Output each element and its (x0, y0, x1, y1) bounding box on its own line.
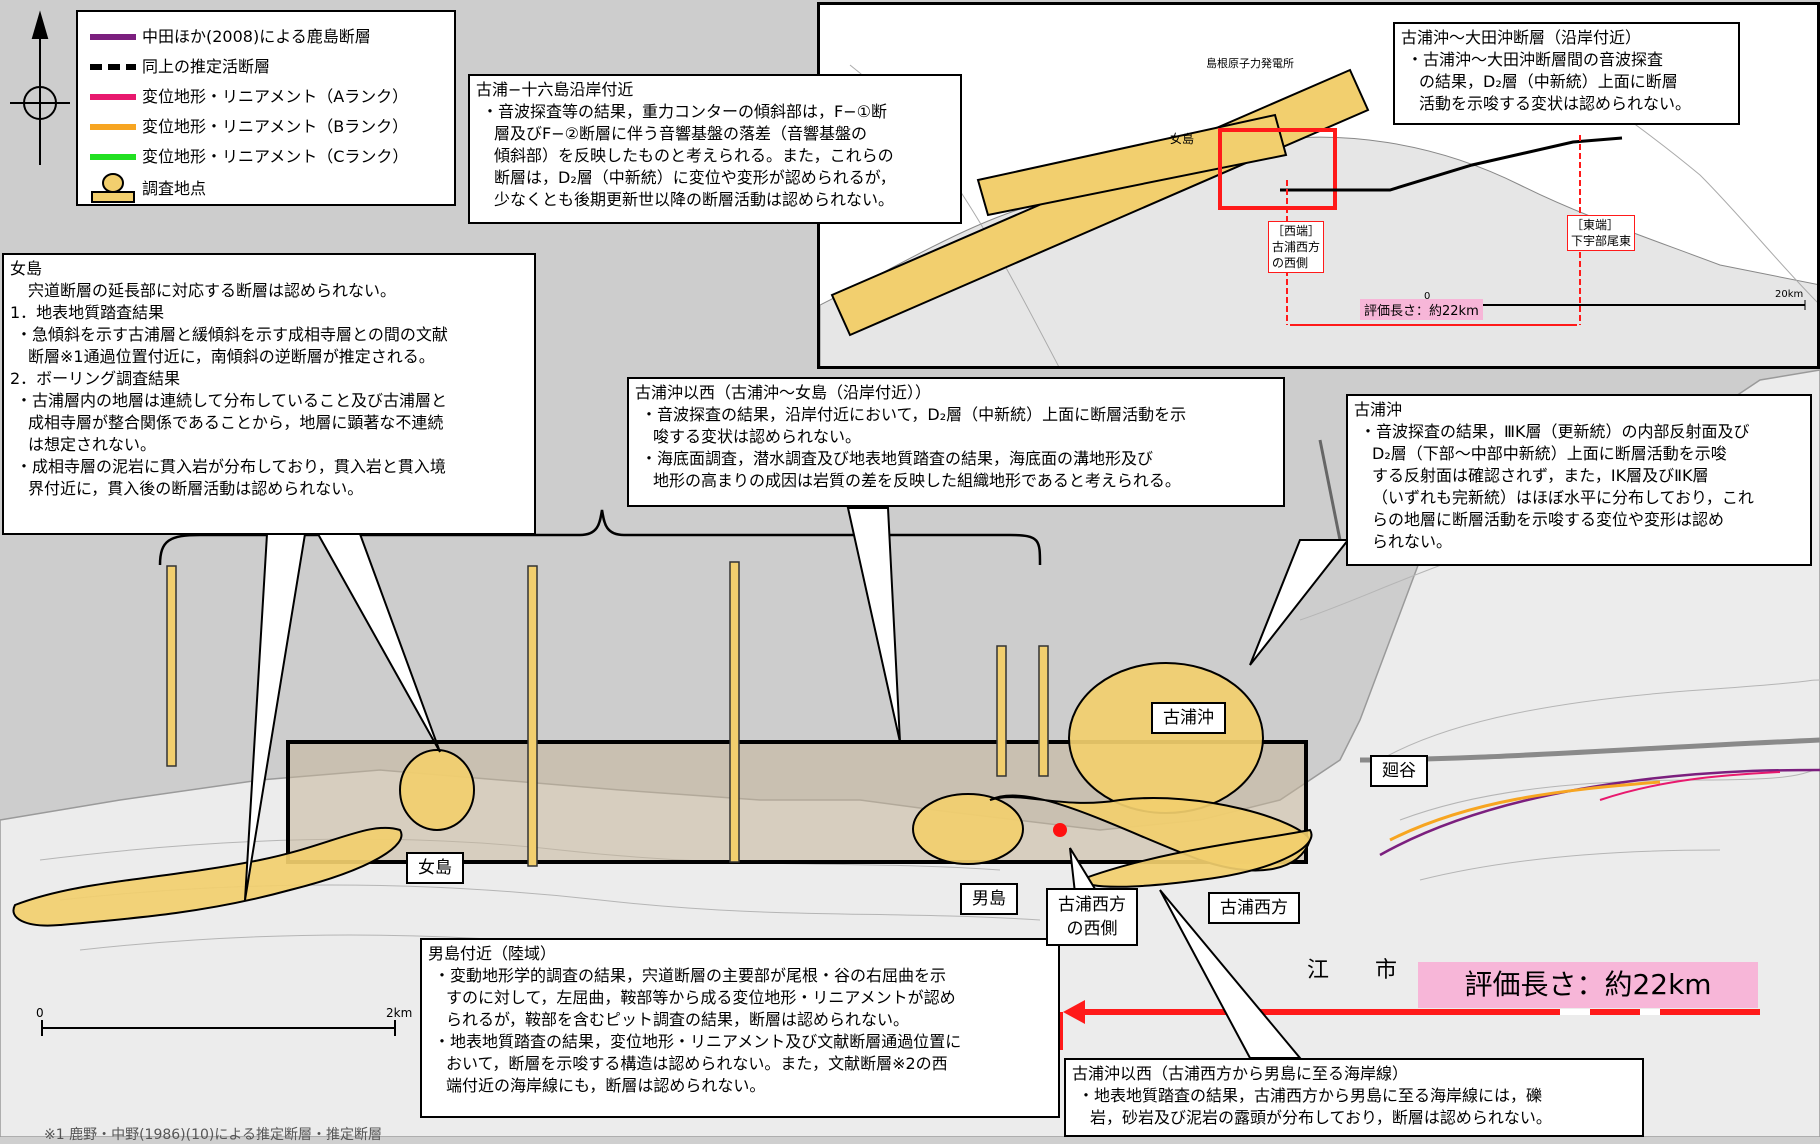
legend-swatch-c (90, 154, 136, 160)
eval-arrow-head (1063, 1000, 1085, 1024)
survey-area-kouraoki (1068, 662, 1264, 814)
callout-coast: 古浦沖以西（古浦西方から男島に至る海岸線） ・地表地質踏査の結果，古浦西方から男… (1064, 1058, 1644, 1137)
survey-line (729, 561, 740, 863)
footnote: ※1 鹿野・中野(1986)(10)による推定断層・推定断層 (44, 1127, 382, 1143)
survey-line (1038, 645, 1049, 777)
inset-eval-label: 評価長さ：約22km (1360, 299, 1483, 320)
survey-area-oshima (912, 793, 1024, 865)
inset-island-label: 女島 (1170, 132, 1195, 146)
inset-band-short (976, 113, 1288, 217)
pointer-kouraoki (1249, 539, 1351, 666)
legend-swatch-kashima (90, 34, 136, 40)
north-arrow-icon (10, 10, 70, 165)
survey-area-coast-west (12, 826, 403, 927)
inset-plant-label: 島根原子力発電所 (1206, 57, 1294, 70)
label-meshima: 女島 (406, 852, 464, 884)
legend-item-survey: 調査地点 (142, 179, 207, 198)
inset-focus-square (1218, 128, 1337, 210)
legend-item-c: 変位地形・リニアメント（Cランク） (142, 147, 409, 166)
legend-item-a: 変位地形・リニアメント（Aランク） (142, 87, 409, 106)
range-brace (158, 509, 1042, 566)
callout-kouraoki: 古浦沖 ・音波探査の結果，ⅢK層（更新統）の内部反射面及び D₂層（下部〜中部中… (1346, 394, 1812, 566)
legend-survey-icon (91, 173, 135, 203)
survey-area-koura-band (1078, 828, 1313, 888)
lineament-a-line (1599, 771, 1781, 801)
callout-meshima: 女島 宍道断層の延長部に対応する断層は認められない。 1．地表地質踏査結果 ・急… (2, 253, 536, 535)
map-scale-bar (41, 1020, 396, 1036)
inset-west-label: ［西端］ 古浦西方 の西側 (1268, 221, 1325, 273)
inset-east-label: ［東端］ 下宇部尾東 (1567, 215, 1636, 251)
inset-scale-20: 20km (1775, 289, 1804, 300)
inset-map: 島根原子力発電所 女島 ［西端］ 古浦西方 の西側 ［東端］ 下宇部尾東 評価長… (817, 2, 1820, 369)
legend-swatch-a (90, 94, 136, 100)
scale-label-2km: 2km (386, 1006, 413, 1020)
eval-length-label: 評価長さ：約22km (1418, 962, 1758, 1008)
survey-line (166, 565, 177, 767)
legend-swatch-b (90, 124, 136, 130)
survey-line (527, 565, 538, 867)
lineament-b-line (1389, 780, 1661, 842)
callout-koura-16: 古浦−十六島沿岸付近 ・音波探査等の結果，重力コンターの傾斜部は，F−①断 層及… (468, 74, 962, 224)
pointer-kouraoki-west (846, 507, 901, 743)
map-label-ichi: 市 (1375, 958, 1398, 983)
inset-scale-0: 0 (1424, 291, 1431, 302)
label-kouraoki: 古浦沖 (1151, 702, 1226, 734)
survey-line (996, 645, 1007, 777)
callout-koura-ota: 古浦沖〜大田沖断層（沿岸付近） ・古浦沖〜大田沖断層間の音波探査 の結果，D₂層… (1393, 22, 1740, 125)
map-label-edo: 江 (1307, 958, 1330, 983)
label-koura-west-west: 古浦西方 の西側 (1046, 888, 1138, 946)
legend-item-kashima: 中田ほか(2008)による鹿島断層 (142, 27, 371, 46)
callout-oshima-land: 男島付近（陸域） ・変動地形学的調査の結果，宍道断層の主要部が尾根・谷の右屈曲を… (420, 938, 1060, 1118)
label-sakotani: 廻谷 (1370, 755, 1428, 787)
legend-item-estimated: 同上の推定活断層 (142, 57, 271, 76)
label-oshima: 男島 (960, 883, 1018, 915)
scale-label-0: 0 (36, 1006, 44, 1020)
legend-box: 中田ほか(2008)による鹿島断層 同上の推定活断層 変位地形・リニアメント（A… (76, 10, 456, 206)
label-koura-west: 古浦西方 (1208, 892, 1300, 924)
legend-item-b: 変位地形・リニアメント（Bランク） (142, 117, 409, 136)
callout-kouraoki-west: 古浦沖以西（古浦沖〜女島（沿岸付近）） ・音波探査の結果，沿岸付近において，D₂… (627, 377, 1285, 507)
kashima-fault-line (1379, 768, 1820, 857)
legend-swatch-estimated (90, 64, 136, 70)
survey-area-meshima (399, 749, 475, 831)
west-end-marker (1053, 823, 1067, 837)
